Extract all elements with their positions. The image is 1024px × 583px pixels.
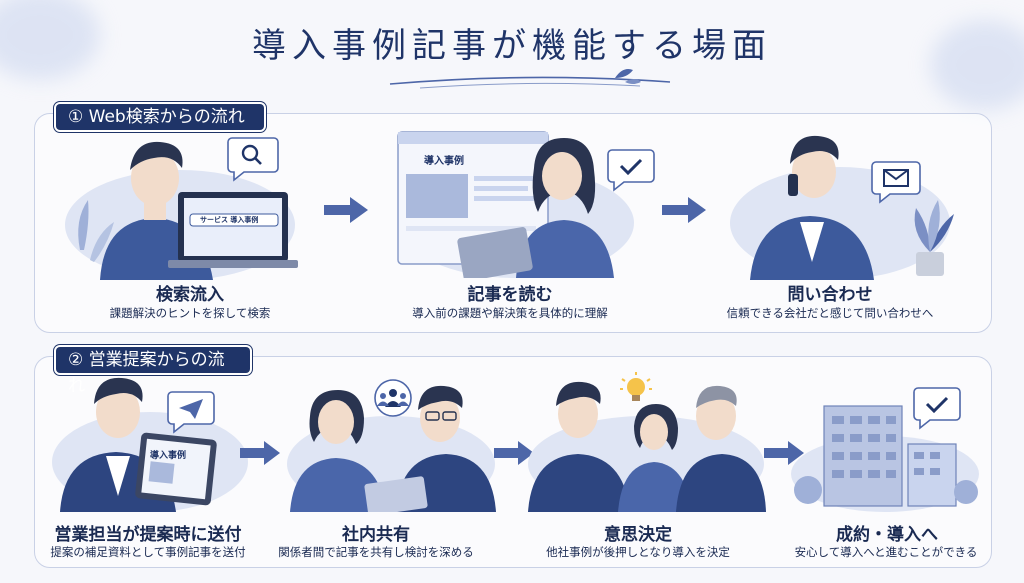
send-icon	[167, 391, 215, 434]
section-tag-web-search: ① Web検索からの流れ	[56, 104, 264, 130]
flow-arrow	[324, 197, 368, 223]
illustration-colleagues-sharing	[287, 385, 496, 512]
mail-icon	[871, 161, 921, 204]
illustration-decision-meeting	[528, 381, 766, 512]
step-title-contract: 成約・導入へ	[836, 525, 938, 545]
step-desc-contract: 安心して導入へと進むことができる	[794, 545, 978, 559]
step-desc-sales-send: 提案の補足資料として事例記事を送付	[50, 545, 246, 559]
article-screen-heading: 導入事例	[424, 156, 464, 167]
tablet-screen-heading: 導入事例	[150, 451, 187, 461]
step-desc-read-article: 導入前の課題や解決策を具体的に理解	[412, 306, 608, 320]
illustration-woman-reading-article	[397, 131, 634, 278]
flow-arrow	[764, 441, 804, 465]
section-tag-sales-proposal: ② 営業提案からの流れ	[56, 347, 250, 396]
illustration-man-phone-call	[730, 135, 954, 280]
people-icon	[374, 379, 412, 417]
step-desc-search-inflow: 課題解決のヒントを探して検索	[109, 306, 271, 320]
laptop-search-query: サービス 導入事例	[200, 216, 259, 224]
step-title-internal-share: 社内共有	[342, 525, 410, 545]
check-icon	[607, 149, 655, 192]
step-desc-decision: 他社事例が後押しとなり導入を決定	[546, 545, 730, 559]
step-desc-internal-share: 関係者間で記事を共有し検討を深める	[278, 545, 474, 559]
page-title: 導入事例記事が機能する場面	[252, 26, 772, 66]
flow-arrow	[240, 441, 280, 465]
title-flourish	[389, 69, 671, 89]
illustration-salesperson-tablet	[52, 377, 248, 512]
step-title-sales-send: 営業担当が提案時に送付	[54, 525, 242, 545]
watercolor-wash	[930, 20, 1024, 110]
flow-arrow	[662, 197, 706, 223]
step-title-search-inflow: 検索流入	[156, 285, 224, 305]
step-desc-inquiry: 信頼できる会社だと感じて問い合わせへ	[726, 306, 934, 320]
step-title-decision: 意思決定	[604, 525, 672, 545]
check-icon	[913, 387, 961, 430]
step-title-read-article: 記事を読む	[467, 285, 553, 305]
search-icon	[227, 137, 279, 182]
illustration-office-building	[791, 405, 979, 512]
illustration-man-searching-laptop	[65, 141, 298, 280]
flow-arrow	[494, 441, 534, 465]
lightbulb-icon	[620, 372, 652, 401]
step-title-inquiry: 問い合わせ	[787, 285, 873, 305]
